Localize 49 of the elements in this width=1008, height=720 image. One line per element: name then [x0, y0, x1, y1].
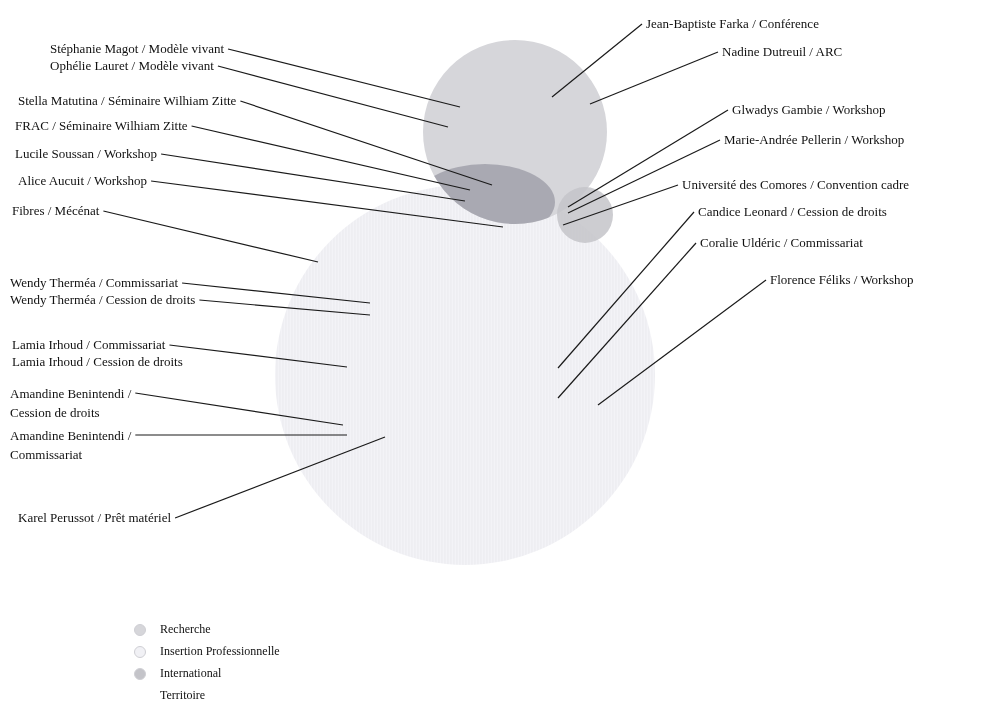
callout-text: Marie-Andrée Pellerin / Workshop [724, 131, 905, 149]
leader-line [551, 23, 643, 98]
leader-line [181, 282, 371, 304]
leader-line [198, 299, 371, 316]
callout-text: Wendy Therméa / Commissariat [10, 274, 179, 292]
callout-text: Université des Comores / Convention cadre [682, 176, 910, 194]
legend-label: Territoire [160, 687, 206, 704]
leader-line [217, 65, 449, 128]
callout-text: Alice Aucuit / Workshop [18, 172, 148, 190]
leader-line [557, 242, 697, 399]
callout-text: Lucile Soussan / Workshop [15, 145, 158, 163]
leader-line [134, 392, 344, 426]
callout-text: Coralie Uldéric / Commissariat [700, 234, 863, 252]
legend-label: Insertion Professionnelle [160, 643, 280, 660]
callout-text: Stella Matutina / Séminaire Wilhiam Zitte [18, 92, 237, 110]
callout-text: Amandine Benintendi / Cession de droits [10, 384, 150, 422]
leader-line [567, 109, 729, 208]
leader-line [227, 48, 461, 108]
callout-text: Stéphanie Magot / Modèle vivant [50, 40, 225, 58]
leader-line [557, 211, 695, 369]
callout-text: FRAC / Séminaire Wilhiam Zitte [15, 117, 188, 135]
leader-line [150, 180, 504, 228]
callout-text: Florence Féliks / Workshop [770, 271, 914, 289]
callout-text: Karel Perussot / Prêt matériel [18, 509, 172, 527]
leader-line [239, 100, 493, 186]
leader-line [589, 51, 719, 105]
callout-text: Fibres / Mécénat [12, 202, 100, 220]
callout-text: Lamia Irhoud / Cession de droits [12, 353, 183, 371]
leader-line [168, 344, 348, 368]
leader-line [134, 434, 348, 436]
leader-line [174, 436, 386, 519]
leader-line [567, 139, 721, 214]
callout-text: Candice Leonard / Cession de droits [698, 203, 887, 221]
callout-text: Glwadys Gambie / Workshop [732, 101, 886, 119]
callout-text: Lamia Irhoud / Commissariat [12, 336, 166, 354]
callout-text: Jean-Baptiste Farka / Conférence [646, 15, 819, 33]
callout-text: Nadine Dutreuil / ARC [722, 43, 843, 61]
leader-line [562, 184, 679, 226]
legend-label: International [160, 665, 222, 682]
circle-region [557, 187, 613, 243]
legend-label: Recherche [160, 621, 211, 638]
callout-text: Amandine Benintendi / Commissariat [10, 426, 150, 464]
circle-region [275, 185, 655, 565]
leader-line [597, 279, 767, 406]
callout-text: Ophélie Lauret / Modèle vivant [50, 57, 214, 75]
leader-line [160, 153, 466, 202]
leader-line [190, 125, 471, 191]
callout-text: Wendy Therméa / Cession de droits [10, 291, 196, 309]
leader-line [102, 210, 319, 263]
